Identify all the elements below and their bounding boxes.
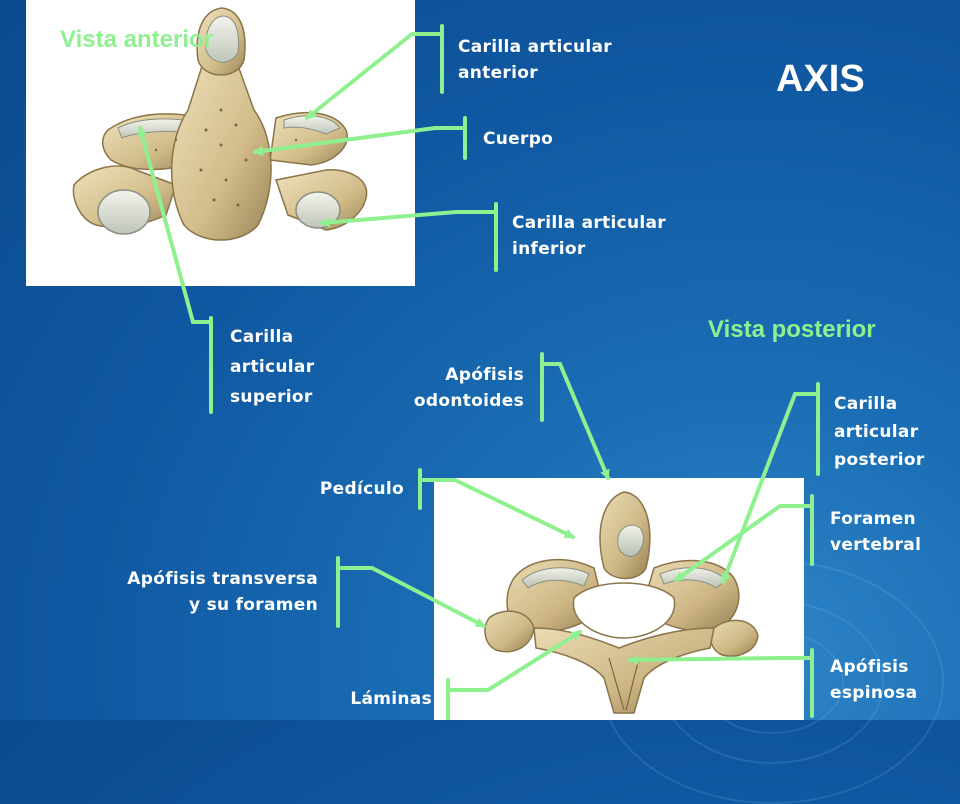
label-cuerpo: Cuerpo <box>483 129 554 149</box>
anterior-view-image <box>26 0 415 286</box>
label-carilla-articular-anterior: Carilla articular anterior <box>458 37 612 83</box>
arrow-laminas <box>446 630 582 692</box>
label-pediculo: Pedículo <box>319 479 404 499</box>
arrow-carilla-anterior <box>305 32 444 120</box>
arrow-transversa <box>336 566 486 628</box>
label-apofisis-transversa: Apófisis transversa y su foramen <box>127 569 318 615</box>
arrow-carilla-inferior <box>320 210 498 228</box>
label-carilla-articular-superior: Carilla articular superior <box>230 327 315 407</box>
arrow-espinosa <box>628 654 814 665</box>
label-carilla-articular-inferior: Carilla articular inferior <box>512 213 666 259</box>
arrow-carilla-posterior <box>721 392 820 584</box>
page-title: AXIS <box>776 58 865 100</box>
label-apofisis-odontoides: Apófisis odontoides <box>413 365 524 411</box>
axis-anterior-illustration <box>72 7 368 241</box>
axis-posterior-illustration <box>484 491 759 714</box>
arrow-carilla-superior <box>137 126 213 324</box>
arrow-odontoides <box>540 362 610 480</box>
arrow-pediculo <box>418 478 575 539</box>
leader-lines <box>137 24 820 720</box>
label-foramen-vertebral: Foramen vertebral <box>830 509 922 555</box>
posterior-view-image <box>434 478 804 720</box>
arrow-foramen <box>674 504 814 582</box>
label-apofisis-espinosa: Apófisis espinosa <box>830 657 918 703</box>
label-laminas: Láminas <box>350 689 432 709</box>
view-label-posterior: Vista posterior <box>708 316 876 343</box>
label-carilla-articular-posterior: Carilla articular posterior <box>834 394 925 470</box>
arrow-cuerpo <box>253 126 467 156</box>
view-label-anterior: Vista anterior <box>60 26 213 53</box>
